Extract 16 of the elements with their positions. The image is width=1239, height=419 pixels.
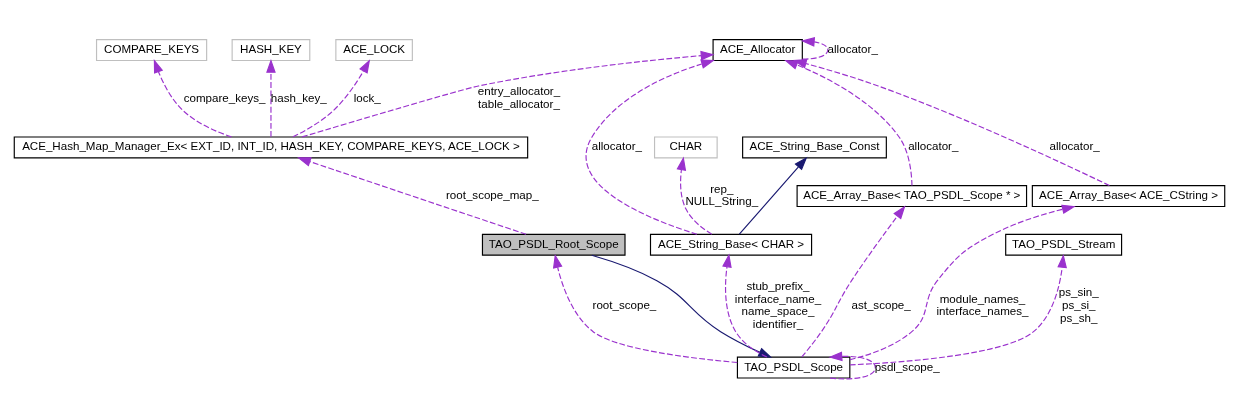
- edge-label: compare_keys_: [183, 91, 266, 104]
- edge-label: entry_allocator_ table_allocator_: [477, 85, 561, 111]
- edge-label: root_scope_: [592, 299, 657, 312]
- edge-label: lock_: [353, 91, 381, 104]
- edge-label: allocator_: [591, 140, 642, 153]
- edge-label: hash_key_: [270, 91, 327, 104]
- edge-label: stub_prefix_ interface_name_ name_space_ identifier_: [734, 279, 822, 331]
- edge-label: ps_sin_ ps_si_ ps_sh_: [1058, 286, 1099, 324]
- edge-label: allocator_: [827, 42, 878, 55]
- edge-label: ast_scope_: [851, 299, 911, 312]
- edge-label: rep_ NULL_String_: [685, 182, 759, 208]
- edge-label: allocator_: [1049, 140, 1100, 153]
- edge-label: module_names_ interface_names_: [936, 292, 1029, 318]
- edge-label: allocator_: [908, 140, 959, 153]
- edge-label: psdl_scope_: [874, 360, 940, 373]
- edge-label: root_scope_map_: [445, 188, 539, 201]
